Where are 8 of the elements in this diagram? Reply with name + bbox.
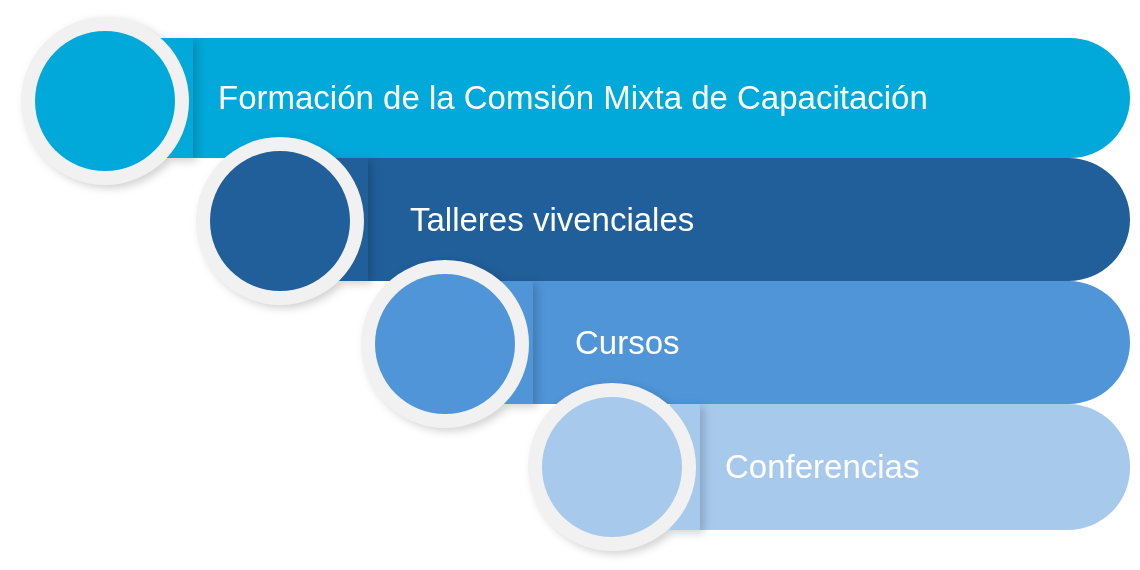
- step-band: [368, 158, 1130, 281]
- step-label: Cursos: [575, 323, 680, 362]
- step-band: [193, 38, 1130, 158]
- step-band: [533, 281, 1130, 404]
- step-label: Conferencias: [725, 448, 920, 486]
- step-label: Talleres vivenciales: [410, 200, 695, 239]
- step-label: Formación de la Comsión Mixta de Capacitación: [218, 79, 928, 117]
- step-band: [700, 404, 1130, 530]
